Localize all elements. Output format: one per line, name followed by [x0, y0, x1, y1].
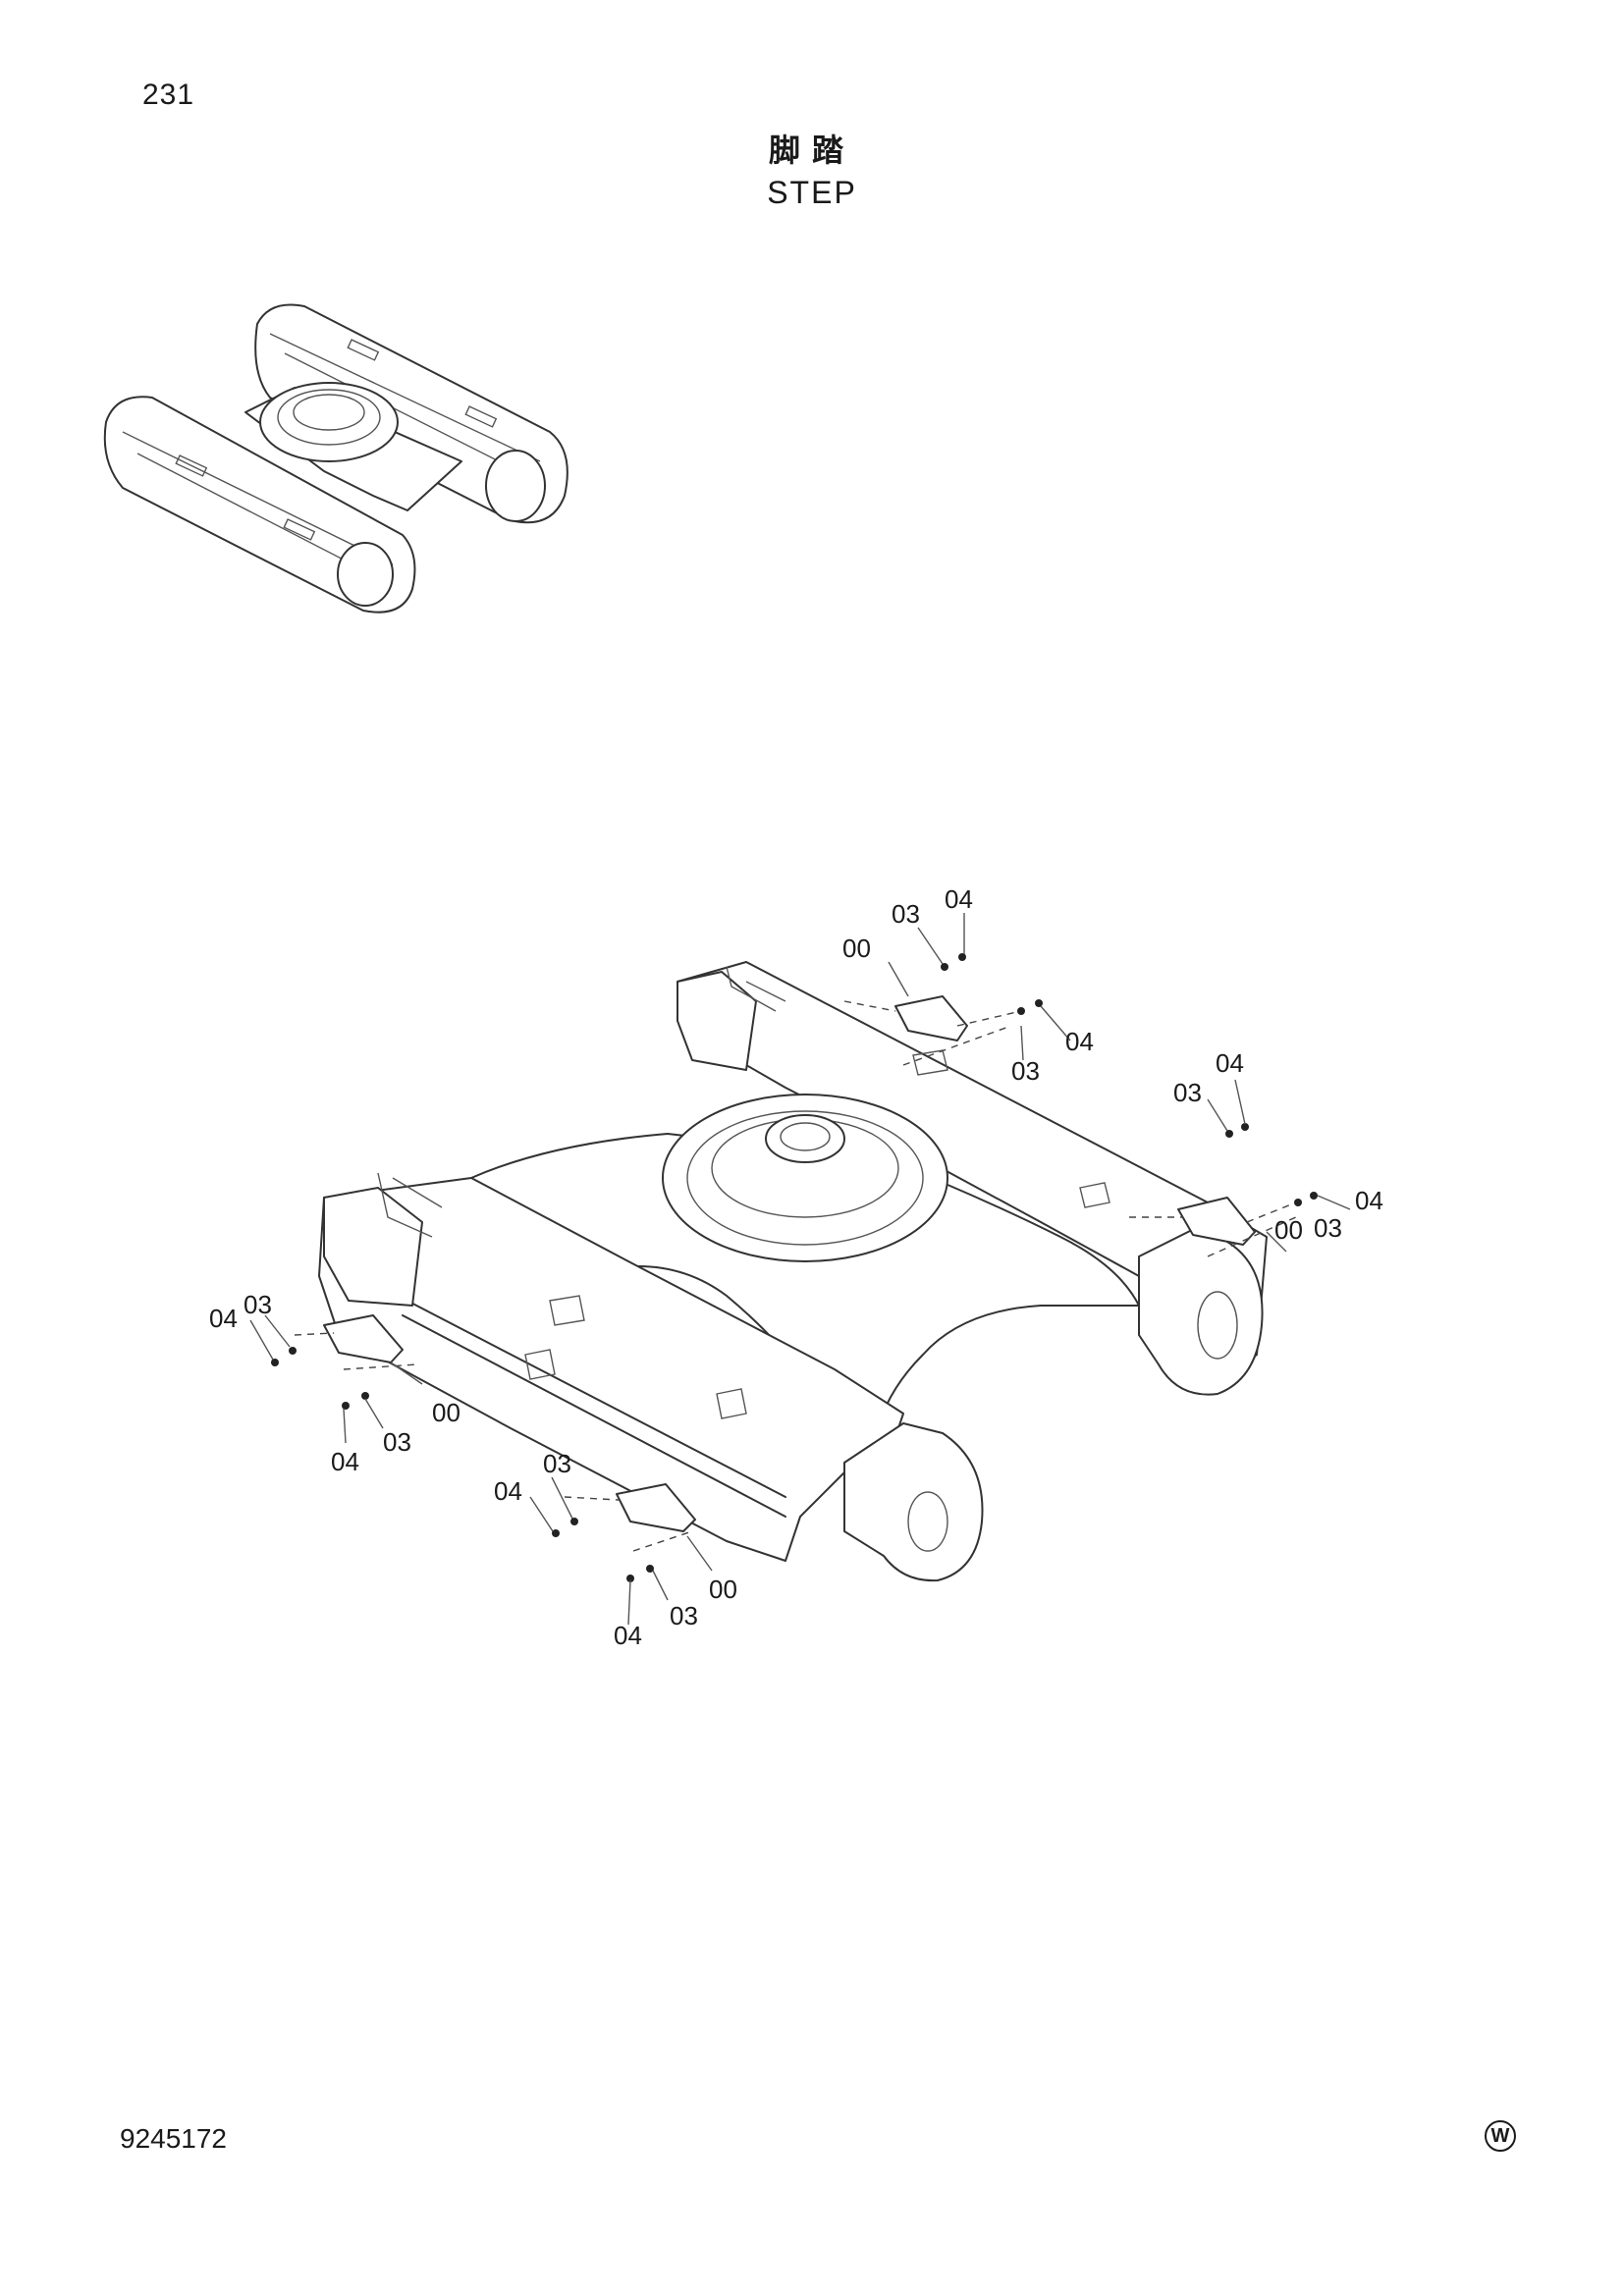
callout-04: 04 [614, 1621, 642, 1650]
callout-03: 03 [1173, 1078, 1202, 1107]
callout-labels: 00 03 04 03 04 03 04 00 03 04 04 03 00 0… [209, 884, 1383, 1650]
callout-00: 00 [432, 1398, 460, 1427]
callout-04: 04 [945, 884, 973, 914]
title-english: STEP [767, 175, 857, 210]
callout-03: 03 [670, 1601, 698, 1630]
callout-04: 04 [331, 1447, 359, 1476]
overview-undercarriage-drawing [103, 303, 568, 614]
callout-03: 03 [1314, 1213, 1342, 1243]
step-plate-front-1 [323, 1314, 404, 1363]
title-chinese: 脚踏 [768, 132, 855, 169]
callout-04: 04 [494, 1476, 522, 1506]
callout-03: 03 [543, 1449, 571, 1478]
main-track-frame-drawing [249, 913, 1351, 1626]
callout-04: 04 [1216, 1048, 1244, 1078]
step-plate-front-2 [616, 1483, 696, 1532]
page-number: 231 [142, 79, 195, 111]
callout-04: 04 [209, 1304, 238, 1333]
callout-04: 04 [1065, 1027, 1094, 1056]
callout-03: 03 [244, 1290, 272, 1319]
document-number: 9245172 [120, 2123, 228, 2154]
callout-00: 00 [1274, 1215, 1303, 1245]
callout-03: 03 [892, 899, 920, 929]
callout-00: 00 [709, 1575, 737, 1604]
callout-04: 04 [1355, 1186, 1383, 1215]
callout-00: 00 [842, 934, 871, 963]
callout-03: 03 [1011, 1056, 1040, 1086]
footer-circled-mark: W [1485, 2120, 1516, 2152]
callout-03: 03 [383, 1427, 411, 1457]
step-plate-rear-1 [894, 995, 968, 1041]
